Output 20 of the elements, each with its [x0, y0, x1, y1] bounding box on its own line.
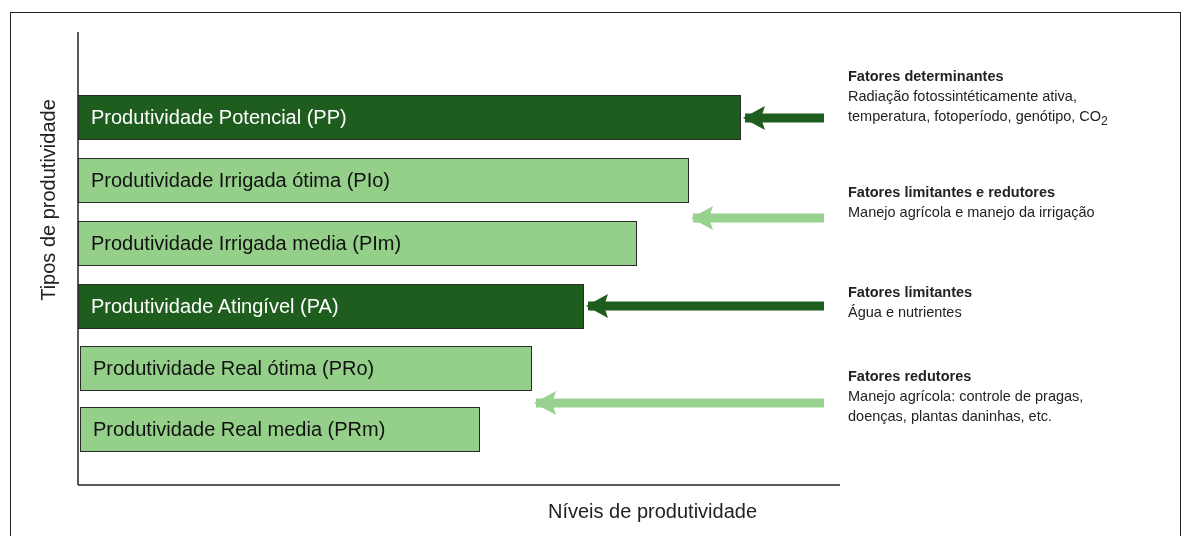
productivity-bar: Produtividade Potencial (PP) [78, 95, 741, 140]
factor-heading: Fatores determinantes [848, 67, 1005, 86]
productivity-bar: Produtividade Irrigada media (PIm) [78, 221, 637, 266]
x-axis-title: Níveis de produtividade [548, 500, 757, 523]
productivity-bar: Produtividade Irrigada ótima (PIo) [78, 158, 689, 203]
factor-heading: Fatores redutores [848, 367, 973, 386]
productivity-bar: Produtividade Real ótima (PRo) [80, 346, 532, 391]
productivity-bar: Produtividade Real media (PRm) [80, 407, 480, 452]
factor-description: Radiação fotossintéticamente ativa, temperatura, fotoperíodo, genótipo, CO$_{2}$ [848, 87, 1109, 130]
arrow [691, 206, 824, 230]
factor-description: Água e nutrientes [848, 303, 963, 322]
y-axis-title: Tipos de produtividade [36, 99, 60, 301]
factor-heading: Fatores limitantes e redutores [848, 183, 1057, 202]
arrow [534, 391, 824, 415]
arrow [743, 106, 824, 130]
factor-description: Manejo agrícola: controle de pragas, doenças, plantas daninhas, etc. [848, 387, 1085, 426]
factor-heading: Fatores limitantes [848, 283, 974, 302]
factor-description: Manejo agrícola e manejo da irrigação [848, 203, 1096, 222]
arrow [586, 294, 824, 318]
productivity-bar: Produtividade Atingível (PA) [78, 284, 584, 329]
